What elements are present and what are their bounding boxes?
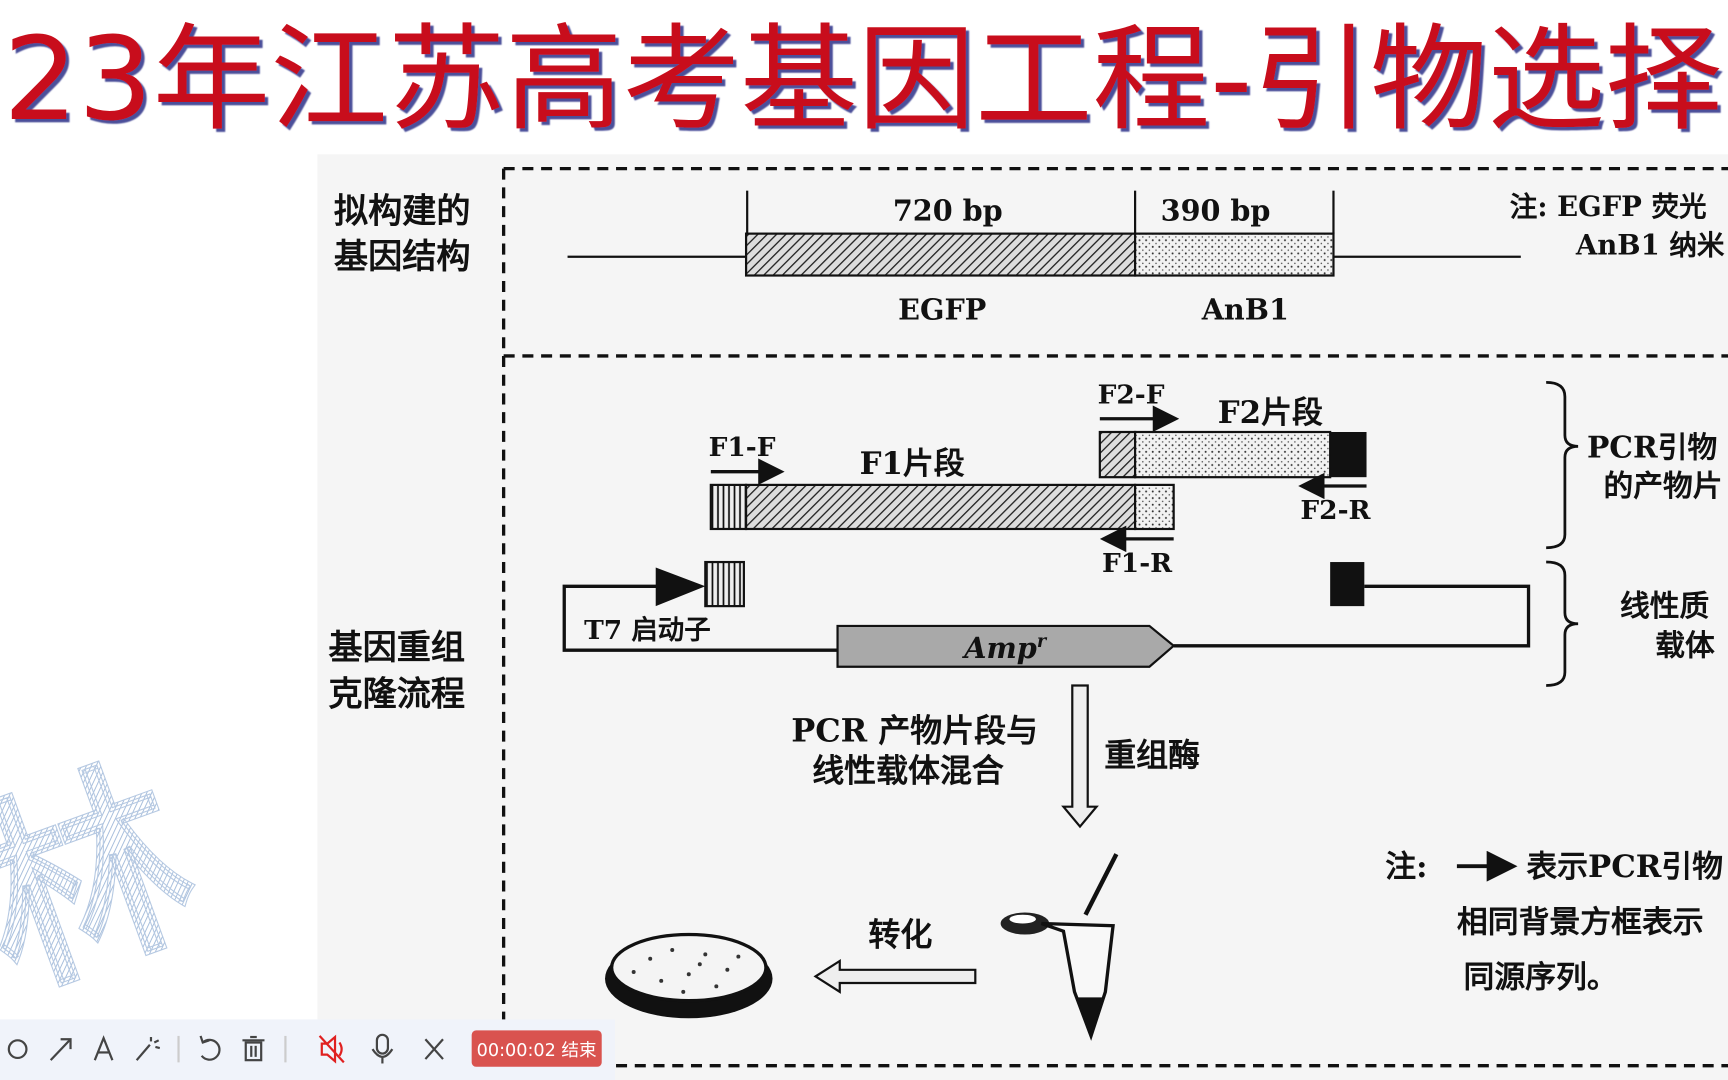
- f2-forward-label: F2-F: [1098, 379, 1165, 410]
- enzyme-label: 重组酶: [1104, 736, 1200, 774]
- text-tool-icon[interactable]: [93, 1035, 114, 1061]
- note-bottom-line2: 相同背景方框表示: [1457, 904, 1704, 940]
- section-label-gene-structure-2: 基因结构: [334, 237, 471, 277]
- f1-fragment: F1-F F1片段 F1-R: [709, 432, 1175, 579]
- down-arrow-icon: [1061, 684, 1099, 829]
- note-bottom-line3: 同源序列。: [1464, 959, 1618, 995]
- note-bottom-prefix: 注:: [1385, 849, 1427, 885]
- f1-reverse-label: F1-R: [1102, 548, 1173, 579]
- f2-reverse-label: F2-R: [1300, 495, 1371, 526]
- diagram-panel: [317, 154, 1728, 1080]
- annotation-toolbar: 00:00:02 结束: [0, 1019, 615, 1080]
- pcr-products-label-2: 的产物片: [1603, 469, 1722, 504]
- section-label-gene-structure: 拟构建的: [334, 192, 471, 232]
- note-bottom-line1: 表示PCR引物: [1526, 849, 1723, 885]
- vector-label-1: 线性质: [1620, 589, 1709, 624]
- watermark: 林: [0, 731, 224, 1031]
- stop-recording-button[interactable]: [471, 1030, 602, 1067]
- brace-pcr-products: [1546, 381, 1579, 550]
- anb1-segment: [1134, 232, 1335, 277]
- microphone-icon[interactable]: [371, 1033, 394, 1064]
- close-icon[interactable]: [424, 1038, 444, 1060]
- transform-label: 转化: [868, 916, 932, 954]
- microcentrifuge-tube-icon: [1000, 853, 1119, 1041]
- mix-label-1: PCR 产物片段与: [791, 712, 1038, 750]
- arrow-tool-icon[interactable]: [49, 1038, 72, 1061]
- laser-pointer-tool-icon[interactable]: [135, 1037, 161, 1061]
- left-arrow-icon: [813, 958, 977, 994]
- t7-promoter-label: T7 启动子: [584, 615, 711, 646]
- anb1-label: AnB1: [1201, 293, 1289, 327]
- f1-fragment-label: F1片段: [860, 446, 965, 482]
- egfp-size: 720 bp: [893, 193, 1003, 227]
- f2-fragment: F2-F F2片段 F2-R: [1098, 379, 1372, 526]
- note-top-line1: 注: EGFP 荧光: [1510, 191, 1707, 223]
- recording-timer-label: 00:00:02 结束: [477, 1040, 597, 1061]
- section-label-cloning: 基因重组: [328, 628, 465, 668]
- delete-icon[interactable]: [242, 1035, 265, 1062]
- vector-label-2: 载体: [1655, 629, 1715, 664]
- f2-fragment-label: F2片段: [1218, 395, 1323, 431]
- slide-title: 23年江苏高考基因工程-引物选择: [3, 14, 1722, 147]
- f1-forward-label: F1-F: [709, 432, 776, 463]
- t7-promoter-triangle: [655, 567, 706, 607]
- dashed-frame: [501, 166, 1728, 1068]
- linear-vector: Ampr T7 启动子: [562, 560, 1531, 668]
- circle-tool-icon[interactable]: [7, 1039, 28, 1060]
- mix-label-2: 线性载体混合: [812, 751, 1004, 789]
- gene-construct: 720 bp 390 bp EGFP AnB1: [567, 190, 1521, 327]
- undo-icon[interactable]: [199, 1035, 221, 1061]
- brace-vector: [1546, 560, 1579, 687]
- egfp-label: EGFP: [898, 293, 986, 327]
- mute-icon[interactable]: [318, 1034, 345, 1064]
- petri-dish-icon: [605, 932, 773, 1019]
- anb1-size: 390 bp: [1161, 193, 1271, 227]
- pcr-products-label-1: PCR引物: [1587, 430, 1717, 465]
- section-label-cloning-2: 克隆流程: [328, 674, 465, 714]
- amp-label: Ampr: [961, 631, 1048, 665]
- amp-resistance-gene: [836, 624, 1176, 668]
- note-top-line2: AnB1 纳米: [1575, 230, 1725, 262]
- egfp-segment: [744, 232, 1137, 277]
